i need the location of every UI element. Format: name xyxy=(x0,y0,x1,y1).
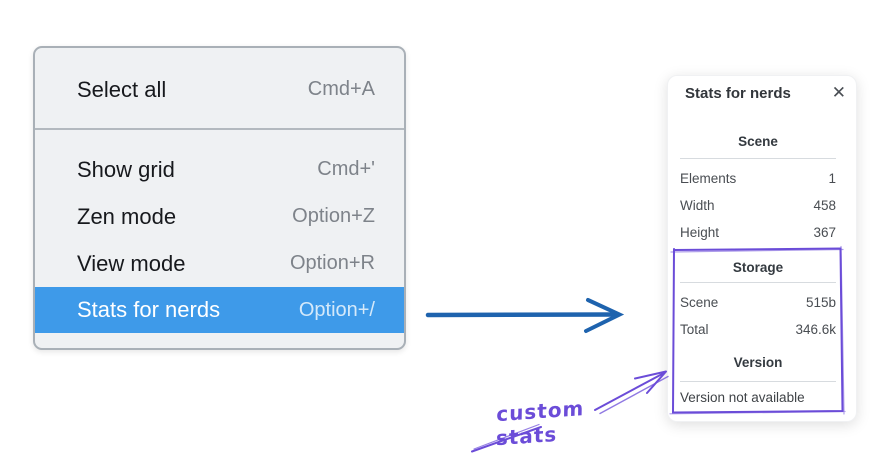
stat-row-scene-storage: Scene 515b xyxy=(680,289,836,316)
menu-divider xyxy=(35,128,404,130)
stat-row-elements: Elements 1 xyxy=(680,165,836,192)
stat-value: 367 xyxy=(813,225,836,240)
section-heading-storage: Storage xyxy=(732,260,784,275)
version-note: Version not available xyxy=(680,390,805,405)
stats-panel-header: Stats for nerds ✕ xyxy=(685,83,846,103)
menu-item-shortcut: Option+Z xyxy=(292,205,375,227)
section-heading-version: Version xyxy=(733,355,783,370)
stat-label: Elements xyxy=(680,171,737,186)
close-icon[interactable]: ✕ xyxy=(831,83,846,103)
custom-stats-annotation: custom stats xyxy=(495,395,585,451)
stat-label: Total xyxy=(680,322,709,337)
section-divider xyxy=(680,381,836,382)
section-heading-scene: Scene xyxy=(738,134,778,149)
section-rows-scene: Elements 1 Width 458 Height 367 xyxy=(680,165,836,246)
section-divider xyxy=(680,158,836,159)
menu-item-shortcut: Option+/ xyxy=(298,298,375,321)
menu-item-show-grid[interactable]: Show grid Cmd+' xyxy=(35,146,404,193)
stat-row-height: Height 367 xyxy=(680,219,836,246)
menu-item-stats-for-nerds[interactable]: Stats for nerds Option+/ xyxy=(35,287,404,333)
menu-item-label: Select all xyxy=(77,76,167,102)
stat-value: 458 xyxy=(813,198,836,213)
menu-item-label: View mode xyxy=(77,250,186,276)
stats-panel-title: Stats for nerds xyxy=(685,85,791,102)
context-menu: Select all Cmd+A Show grid Cmd+' Zen mod… xyxy=(33,46,406,350)
stat-label: Height xyxy=(680,225,720,240)
menu-item-shortcut: Option+R xyxy=(289,252,375,274)
stats-panel: Stats for nerds ✕ Scene Elements 1 Width… xyxy=(667,75,857,422)
stat-label: Width xyxy=(680,198,715,213)
stat-value: 1 xyxy=(828,171,836,186)
stat-value: 346.6k xyxy=(795,322,836,337)
menu-item-select-all[interactable]: Select all Cmd+A xyxy=(35,66,404,113)
section-divider xyxy=(680,282,836,283)
menu-item-shortcut: Cmd+A xyxy=(307,78,375,100)
stat-row-width: Width 458 xyxy=(680,192,836,219)
menu-item-zen-mode[interactable]: Zen mode Option+Z xyxy=(35,193,404,240)
stat-row-total-storage: Total 346.6k xyxy=(680,316,836,343)
menu-item-label: Show grid xyxy=(77,156,175,182)
menu-item-label: Stats for nerds xyxy=(77,297,221,322)
stat-value: 515b xyxy=(805,295,836,310)
stat-label: Scene xyxy=(680,295,719,310)
menu-item-label: Zen mode xyxy=(77,203,177,229)
blue-arrow xyxy=(425,298,625,333)
menu-item-view-mode[interactable]: View mode Option+R xyxy=(35,240,404,287)
menu-item-shortcut: Cmd+' xyxy=(317,158,375,180)
section-rows-storage: Scene 515b Total 346.6k xyxy=(680,289,836,343)
